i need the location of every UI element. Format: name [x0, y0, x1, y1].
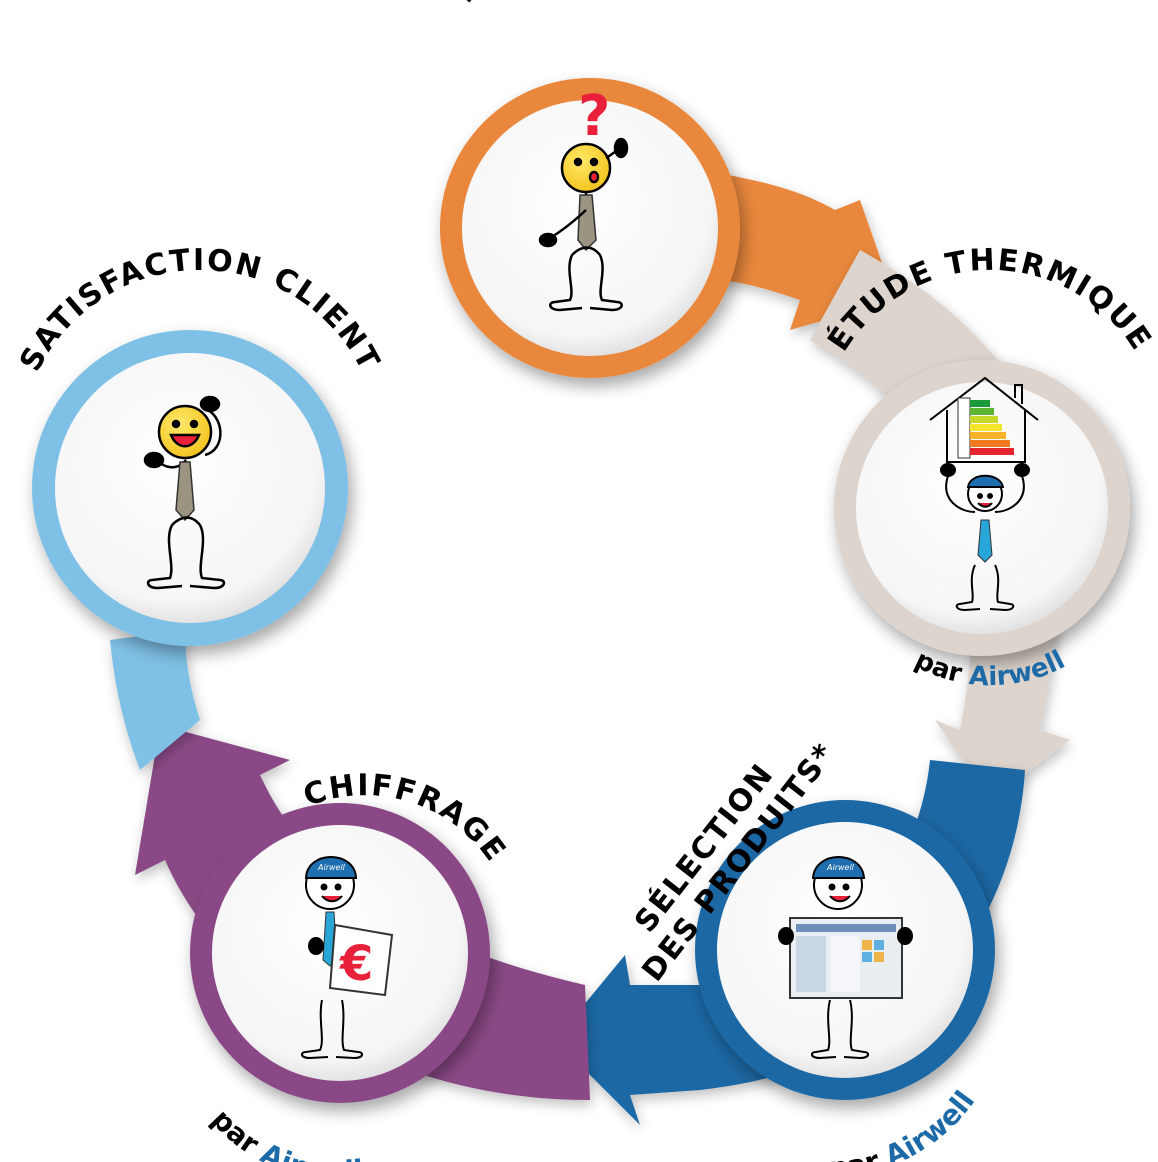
happy-person-icon — [143, 395, 226, 590]
arrow-satisfaction-to-besoin — [110, 630, 200, 770]
puzzled-person-icon: ? — [538, 84, 629, 312]
product-selection-person-icon: Airwell — [778, 856, 913, 1060]
pricing-person-icon: Airwell € — [300, 856, 394, 1060]
question-mark-icon: ? — [578, 84, 610, 149]
byline-chiffrage: par Airwell — [205, 1103, 365, 1162]
thermal-study-person-icon — [929, 376, 1039, 612]
clipboard-icon — [328, 923, 394, 997]
energy-label-icon — [957, 397, 1014, 459]
label-besoin-client: BESOIN CLIENT — [447, 0, 732, 10]
cap-brand-text: Airwell — [826, 863, 855, 872]
euro-icon: € — [339, 936, 373, 992]
cap-brand-text: Airwell — [317, 863, 346, 872]
